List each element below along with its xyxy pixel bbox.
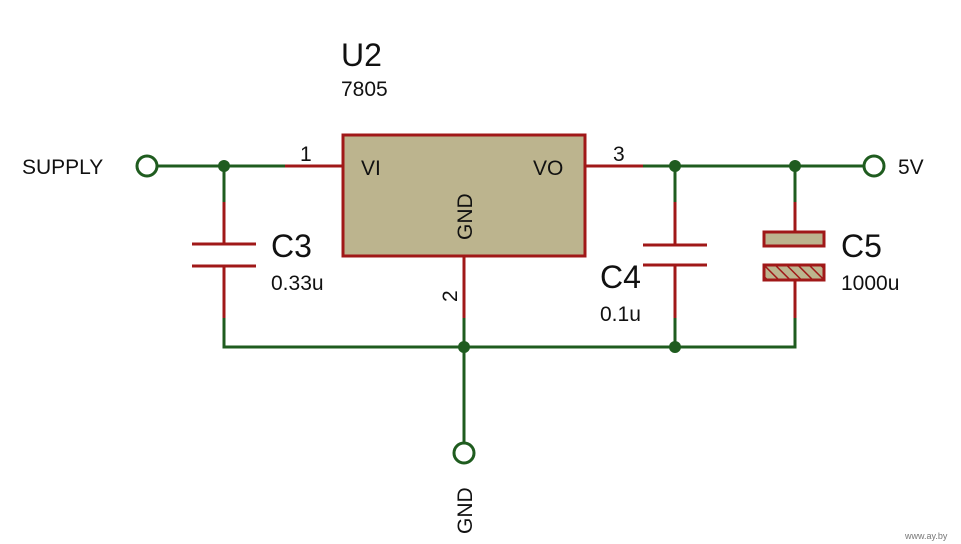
terminal-5v[interactable] [862, 154, 886, 178]
pin-number-1: 1 [300, 143, 312, 166]
c4-ref: C4 [600, 259, 641, 295]
junction-dot [218, 160, 230, 172]
junctions [218, 160, 801, 353]
pin-number-2: 2 [439, 290, 462, 302]
pin-number-3: 3 [613, 143, 625, 166]
c3-ref: C3 [271, 228, 312, 264]
regulator-ref: U2 [341, 37, 382, 73]
terminal-gnd[interactable] [452, 441, 476, 465]
terminal-label-5v: 5V [898, 156, 924, 179]
terminal-label-gnd: GND [454, 487, 477, 534]
terminal-supply[interactable] [135, 154, 159, 178]
c5-value: 1000u [841, 272, 899, 295]
c5-positive-plate [762, 230, 826, 248]
leads [222, 164, 797, 318]
pin-label-vo: VO [533, 157, 563, 180]
regulator-body[interactable] [341, 133, 587, 258]
junction-dot [458, 341, 470, 353]
c5-ref: C5 [841, 228, 882, 264]
c4-value: 0.1u [600, 303, 641, 326]
watermark: www.ay.by [904, 531, 948, 541]
terminal-label-supply: SUPPLY [22, 156, 103, 179]
capacitor-c4-symbol[interactable] [643, 243, 707, 267]
junction-dot [669, 160, 681, 172]
junction-dot [669, 341, 681, 353]
c5-negative-plate [762, 263, 826, 282]
pin-label-vi: VI [361, 157, 381, 180]
c3-value: 0.33u [271, 272, 324, 295]
regulator-part: 7805 [341, 78, 388, 101]
capacitor-c3-symbol[interactable] [192, 242, 256, 268]
capacitor-c5-symbol[interactable] [762, 230, 826, 282]
junction-dot [789, 160, 801, 172]
pin-label-gnd: GND [454, 193, 477, 240]
